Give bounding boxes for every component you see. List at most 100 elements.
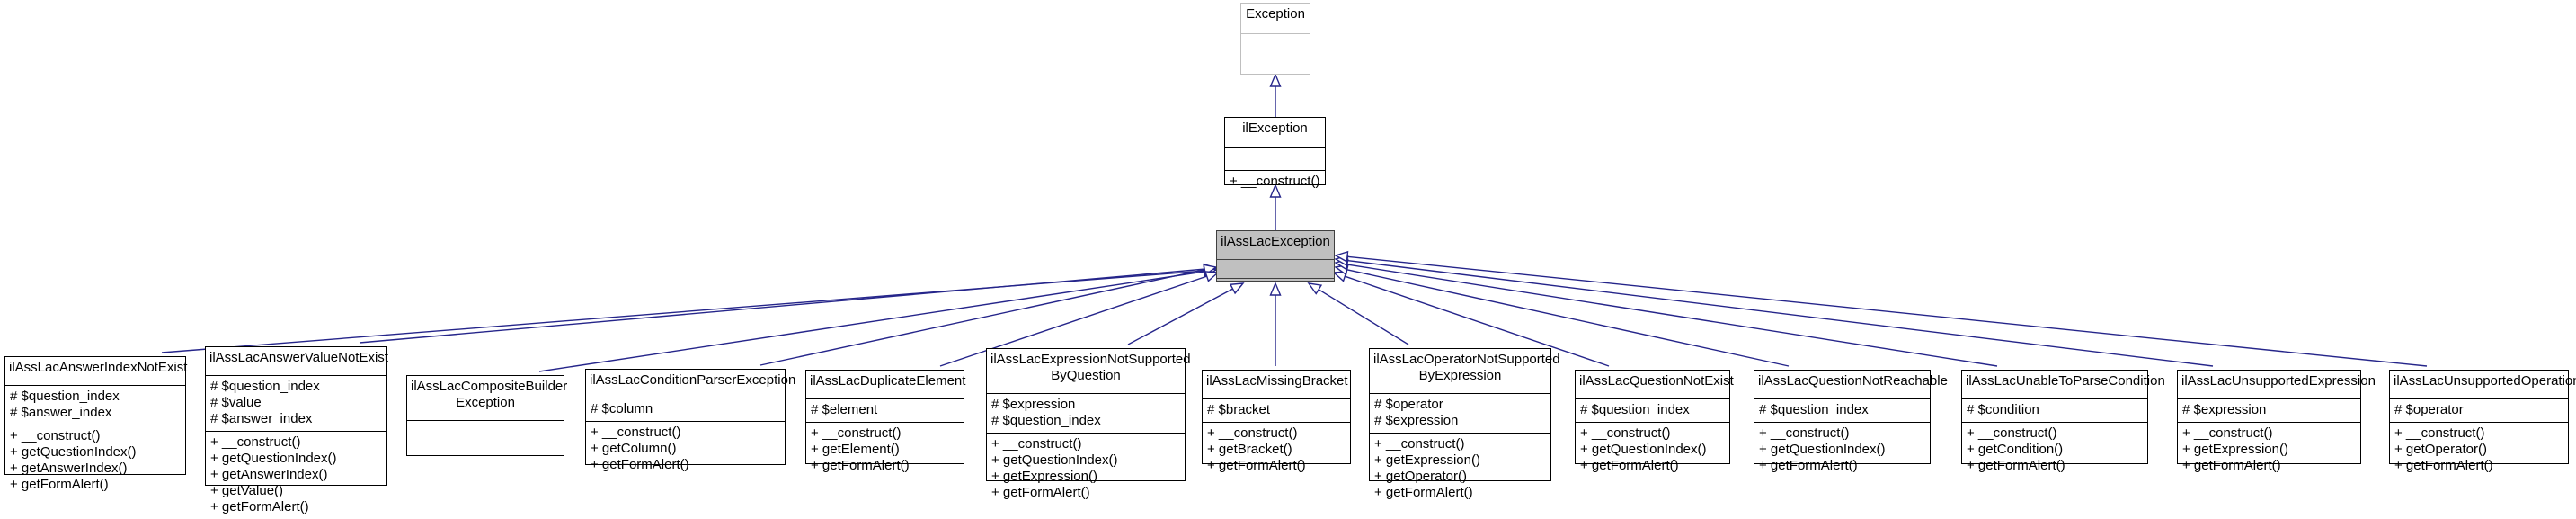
class-attributes: # $bracket — [1203, 399, 1350, 423]
class-operation: + __construct() — [1967, 425, 2057, 441]
uml-class-ilAssLacExpressionNotSupportedByQuestion[interactable]: ilAssLacExpressionNotSupported ByQuestio… — [986, 348, 1191, 500]
class-operations: + __construct()+ getCondition()+ getForm… — [1962, 423, 2147, 478]
uml-class-ilException[interactable]: ilException + __construct() — [1224, 117, 1326, 189]
inheritance-arrowhead — [1332, 271, 1348, 282]
class-operation: + getExpression() — [2182, 442, 2288, 457]
class-attribute: # $expression — [991, 397, 1076, 412]
class-name: ilAssLacUnableToParseCondition — [1962, 371, 2165, 399]
inheritance-arrowhead — [1203, 264, 1218, 276]
class-name: ilAssLacAnswerValueNotExist — [206, 347, 388, 376]
uml-class-ilAssLacQuestionNotReachable[interactable]: ilAssLacQuestionNotReachable# $question_… — [1754, 370, 1948, 473]
class-operation: + getColumn() — [591, 441, 677, 456]
class-operation: + getBracket() — [1207, 442, 1292, 457]
uml-class-ilAssLacUnsupportedExpression[interactable]: ilAssLacUnsupportedExpression # $expressi… — [2177, 370, 2376, 473]
uml-class-ilAssLacMissingBracket[interactable]: ilAssLacMissingBracket# $bracket+ __cons… — [1202, 370, 1351, 473]
class-name: ilException — [1225, 118, 1325, 148]
class-operation: + getOperator() — [2394, 442, 2487, 457]
class-attribute: # $operator — [1374, 397, 1443, 412]
class-operation: + getAnswerIndex() — [210, 467, 328, 482]
class-name: ilAssLacOperatorNotSupported ByExpressio… — [1370, 349, 1560, 394]
class-attribute: # $expression — [1374, 413, 1459, 428]
inheritance-arrowhead — [1203, 265, 1218, 278]
uml-class-ilAssLacQuestionNotExist[interactable]: ilAssLacQuestionNotExist# $question_inde… — [1575, 370, 1734, 473]
class-attribute: # $element — [811, 402, 878, 417]
class-operation: + getFormAlert() — [1207, 458, 1306, 473]
class-operation: + __construct() — [210, 434, 301, 450]
class-operations: + __construct()+ getOperator()+ getFormA… — [2390, 423, 2568, 478]
class-operations: + __construct()+ getElement()+ getFormAl… — [806, 423, 964, 478]
class-operations: + __construct()+ getQuestionIndex()+ get… — [206, 432, 386, 519]
generalization-edge — [1307, 282, 1409, 345]
class-operation: + getFormAlert() — [2182, 458, 2281, 473]
class-operation: + getCondition() — [1967, 442, 2064, 457]
class-operations: + __construct()+ getQuestionIndex()+ get… — [5, 425, 185, 497]
class-operation: + getQuestionIndex() — [991, 452, 1118, 468]
class-operation: + getFormAlert() — [10, 477, 109, 492]
class-name: ilAssLacUnsupportedOperation — [2390, 371, 2576, 399]
uml-class-ilAssLacUnableToParseCondition[interactable]: ilAssLacUnableToParseCondition # $conditi… — [1961, 370, 2165, 473]
class-name: ilAssLacQuestionNotReachable — [1754, 371, 1948, 399]
class-attribute: # $condition — [1967, 402, 2039, 417]
class-operation: + getOperator() — [1374, 469, 1467, 484]
inheritance-arrowhead — [1334, 255, 1349, 267]
class-operation: + getExpression() — [991, 469, 1097, 484]
class-name: ilAssLacDuplicateElement — [806, 371, 965, 399]
class-attribute: # $value — [210, 395, 262, 410]
class-name: ilAssLacCompositeBuilder Exception — [407, 376, 567, 421]
class-operation: + getFormAlert() — [811, 458, 910, 473]
class-operation: + __construct() — [2394, 425, 2485, 441]
class-attributes: # $question_index — [1754, 399, 1930, 423]
class-attributes: # $expression — [2178, 399, 2360, 423]
class-operations: + __construct()+ getQuestionIndex()+ get… — [987, 434, 1185, 505]
class-operation: + __construct() — [991, 436, 1082, 452]
class-operation: + getFormAlert() — [591, 457, 689, 472]
class-operations: + __construct()+ getQuestionIndex()+ get… — [1576, 423, 1729, 478]
class-operations: + __construct()+ getColumn()+ getFormAle… — [586, 422, 785, 477]
class-attribute: # $bracket — [1207, 402, 1271, 417]
class-attribute: # $question_index — [10, 389, 120, 404]
class-attributes: # $question_index# $answer_index — [5, 386, 185, 425]
uml-class-ilAssLacAnswerValueNotExist[interactable]: ilAssLacAnswerValueNotExist# $question_i… — [205, 346, 388, 515]
class-operations: + __construct()+ getExpression()+ getOpe… — [1370, 434, 1550, 505]
uml-class-exception[interactable]: Exception — [1240, 3, 1310, 75]
class-operation: + getFormAlert() — [1967, 458, 2065, 473]
class-operation: + getElement() — [811, 442, 900, 457]
class-attribute: # $expression — [2182, 402, 2267, 417]
inheritance-arrowhead — [1334, 250, 1349, 263]
class-operation: + __construct() — [591, 425, 681, 440]
uml-class-ilAssLacAnswerIndexNotExist[interactable]: ilAssLacAnswerIndexNotExist# $question_i… — [4, 356, 187, 492]
class-operation: + __construct() — [1374, 436, 1465, 452]
class-attributes: # $expression# $question_index — [987, 394, 1185, 434]
class-attributes — [407, 421, 564, 443]
class-name: ilAssLacUnsupportedExpression — [2178, 371, 2376, 399]
class-operations: + __construct()+ getBracket()+ getFormAl… — [1203, 423, 1350, 478]
uml-class-ilAssLacCompositeBuilderException[interactable]: ilAssLacCompositeBuilder Exception — [406, 375, 567, 456]
class-operations: + __construct()+ getExpression()+ getFor… — [2178, 423, 2360, 478]
uml-class-ilAssLacOperatorNotSupportedByExpression[interactable]: ilAssLacOperatorNotSupported ByExpressio… — [1369, 348, 1560, 500]
uml-class-ilAssLacConditionParserException[interactable]: ilAssLacConditionParserException# $colum… — [585, 369, 795, 472]
uml-class-ilAssLacException[interactable]: ilAssLacException — [1216, 230, 1335, 282]
uml-class-ilAssLacDuplicateElement[interactable]: ilAssLacDuplicateElement # $element + __co… — [805, 370, 965, 473]
generalization-edge — [1269, 73, 1282, 117]
inheritance-arrowhead — [1203, 263, 1218, 275]
generalization-edge — [1127, 282, 1245, 345]
class-operation: + getFormAlert() — [1374, 485, 1473, 500]
class-attribute: # $question_index — [1580, 402, 1690, 417]
class-name: ilAssLacException — [1217, 231, 1334, 260]
class-attribute: # $operator — [2394, 402, 2464, 417]
inheritance-arrowhead — [1203, 264, 1218, 277]
class-attributes — [1241, 34, 1310, 58]
class-operations — [407, 443, 564, 452]
class-name: ilAssLacExpressionNotSupported ByQuestio… — [987, 349, 1191, 394]
class-attributes: # $condition — [1962, 399, 2147, 423]
class-operation: + __construct() — [811, 425, 902, 441]
class-operations — [1241, 58, 1310, 67]
class-operation: + __construct() — [2182, 425, 2273, 441]
class-operation: + __construct() — [1207, 425, 1298, 441]
class-operation: + __construct() — [1230, 174, 1320, 189]
class-operation: + __construct() — [10, 428, 101, 443]
uml-class-ilAssLacUnsupportedOperation[interactable]: ilAssLacUnsupportedOperation # $operator +… — [2389, 370, 2576, 473]
class-operation: + __construct() — [1759, 425, 1850, 441]
class-operations: + __construct() — [1225, 171, 1325, 193]
